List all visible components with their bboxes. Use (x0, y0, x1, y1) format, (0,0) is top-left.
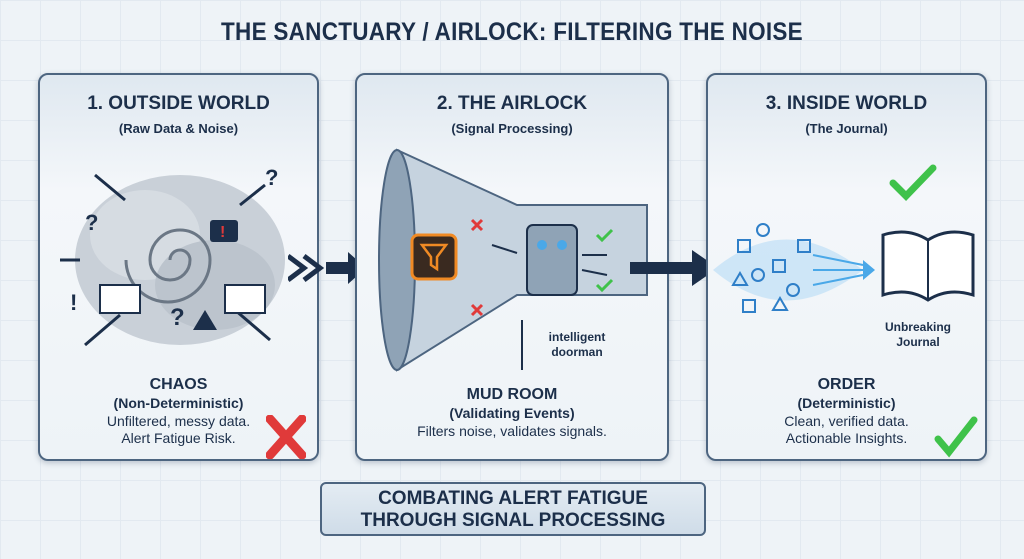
panel-footer: ORDER (Deterministic) Clean, verified da… (708, 375, 985, 448)
panel-heading: 1. OUTSIDE WORLD (87, 93, 270, 114)
footer-line: Unfiltered, messy data. (106, 412, 251, 429)
footer-title: MUD ROOM (466, 386, 558, 403)
callout-line: Journal (896, 335, 940, 349)
red-x-icon (266, 415, 306, 459)
banner-line: THROUGH SIGNAL PROCESSING (360, 510, 666, 531)
footer-title: ORDER (817, 376, 876, 393)
panel-subheading: (The Journal) (805, 121, 888, 136)
callout-line: doorman (551, 345, 603, 359)
journal-callout: Unbreaking Journal (863, 320, 973, 350)
footer-subtitle: (Deterministic) (797, 395, 896, 411)
footer-title: CHAOS (149, 376, 208, 393)
panel-subheading: (Signal Processing) (451, 121, 573, 136)
svg-text:!: ! (220, 224, 225, 241)
footer-line: Actionable Insights. (785, 430, 908, 446)
svg-text:!: ! (70, 290, 77, 315)
summary-banner: COMBATING ALERT FATIGUE THROUGH SIGNAL P… (320, 482, 706, 536)
funnel-illustration (378, 148, 648, 372)
footer-subtitle: (Non-Deterministic) (113, 395, 244, 411)
data-stream-illustration (713, 223, 975, 313)
svg-text:?: ? (85, 210, 98, 235)
page-title: THE SANCTUARY / AIRLOCK: FILTERING THE N… (221, 18, 803, 46)
footer-line: Clean, verified data. (784, 412, 909, 429)
doorman-callout: intelligent doorman (532, 330, 622, 360)
green-check-icon (934, 416, 978, 458)
panel-inside-world: 3. INSIDE WORLD (The Journal) Unbreaking… (706, 73, 987, 461)
panel-outside-world: 1. OUTSIDE WORLD (Raw Data & Noise) ? ? … (38, 73, 319, 461)
footer-line: Filters noise, validates signals. (417, 422, 607, 439)
footer-subtitle: (Validating Events) (449, 405, 575, 421)
green-check-icon (889, 164, 937, 201)
panel-footer: CHAOS (Non-Deterministic) Unfiltered, me… (40, 375, 317, 448)
footer-line: Alert Fatigue Risk. (121, 430, 236, 446)
callout-line: Unbreaking (884, 320, 951, 334)
callout-line: intelligent (548, 330, 606, 344)
panel-heading: 2. THE AIRLOCK (436, 93, 588, 114)
panel-subheading: (Raw Data & Noise) (118, 121, 239, 136)
banner-line: COMBATING ALERT FATIGUE (378, 488, 648, 509)
panel-footer: MUD ROOM (Validating Events) Filters noi… (357, 385, 667, 440)
arrow-into-journal-icon (630, 250, 718, 286)
chaos-storm-illustration: ? ? ? ! ! (60, 165, 285, 347)
panel-airlock: 2. THE AIRLOCK (Signal Processing) intel… (355, 73, 669, 461)
svg-text:?: ? (170, 304, 185, 331)
svg-text:?: ? (265, 165, 278, 190)
panel-heading: 3. INSIDE WORLD (765, 93, 928, 114)
